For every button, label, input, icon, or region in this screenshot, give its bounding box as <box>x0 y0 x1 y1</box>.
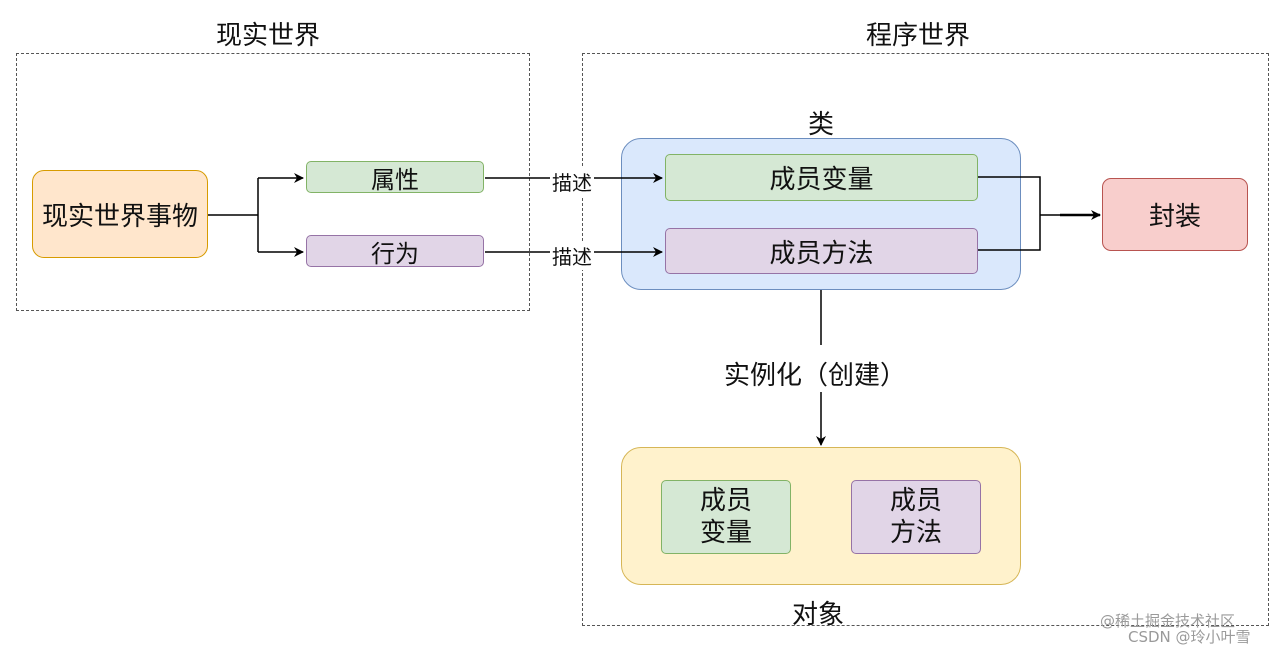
object-member-method-line1: 成员 <box>889 486 942 516</box>
object-member-method-node: 成员 方法 <box>851 480 981 554</box>
object-member-variable-node: 成员 变量 <box>661 480 791 554</box>
real-world-region <box>16 53 530 311</box>
members-merge-line <box>978 176 1060 251</box>
thing-branch-line <box>208 178 259 252</box>
behavior-text: 行为 <box>371 239 419 268</box>
member-variable-node: 成员变量 <box>665 154 978 201</box>
real-world-thing-node: 现实世界事物 <box>32 170 208 258</box>
object-member-variable-line1: 成员 <box>699 486 752 516</box>
real-world-thing-text: 现实世界事物 <box>41 201 198 232</box>
member-method-text: 成员方法 <box>769 238 874 269</box>
member-method-node: 成员方法 <box>665 228 978 274</box>
watermark-line2: CSDN @玲小叶雪 <box>1128 628 1251 646</box>
program-world-region <box>582 53 1269 626</box>
object-member-method-line2: 方法 <box>889 518 942 548</box>
real-world-title: 现实世界 <box>216 21 321 51</box>
encapsulation-node: 封装 <box>1102 178 1248 251</box>
attribute-text: 属性 <box>371 165 419 194</box>
attribute-node: 属性 <box>306 161 484 194</box>
watermark-line1: @稀土掘金技术社区 <box>1100 612 1236 630</box>
program-world-title: 程序世界 <box>866 21 971 51</box>
behavior-node: 行为 <box>306 235 484 268</box>
describe-label-top: 描述 <box>550 167 594 196</box>
instantiate-label: 实例化（创建） <box>724 355 907 392</box>
object-member-variable-line2: 变量 <box>699 518 752 548</box>
describe-label-bottom: 描述 <box>550 241 594 270</box>
class-label: 类 <box>808 110 835 140</box>
object-label: 对象 <box>792 600 845 630</box>
member-variable-text: 成员变量 <box>769 165 874 195</box>
encapsulation-text: 封装 <box>1148 202 1201 232</box>
